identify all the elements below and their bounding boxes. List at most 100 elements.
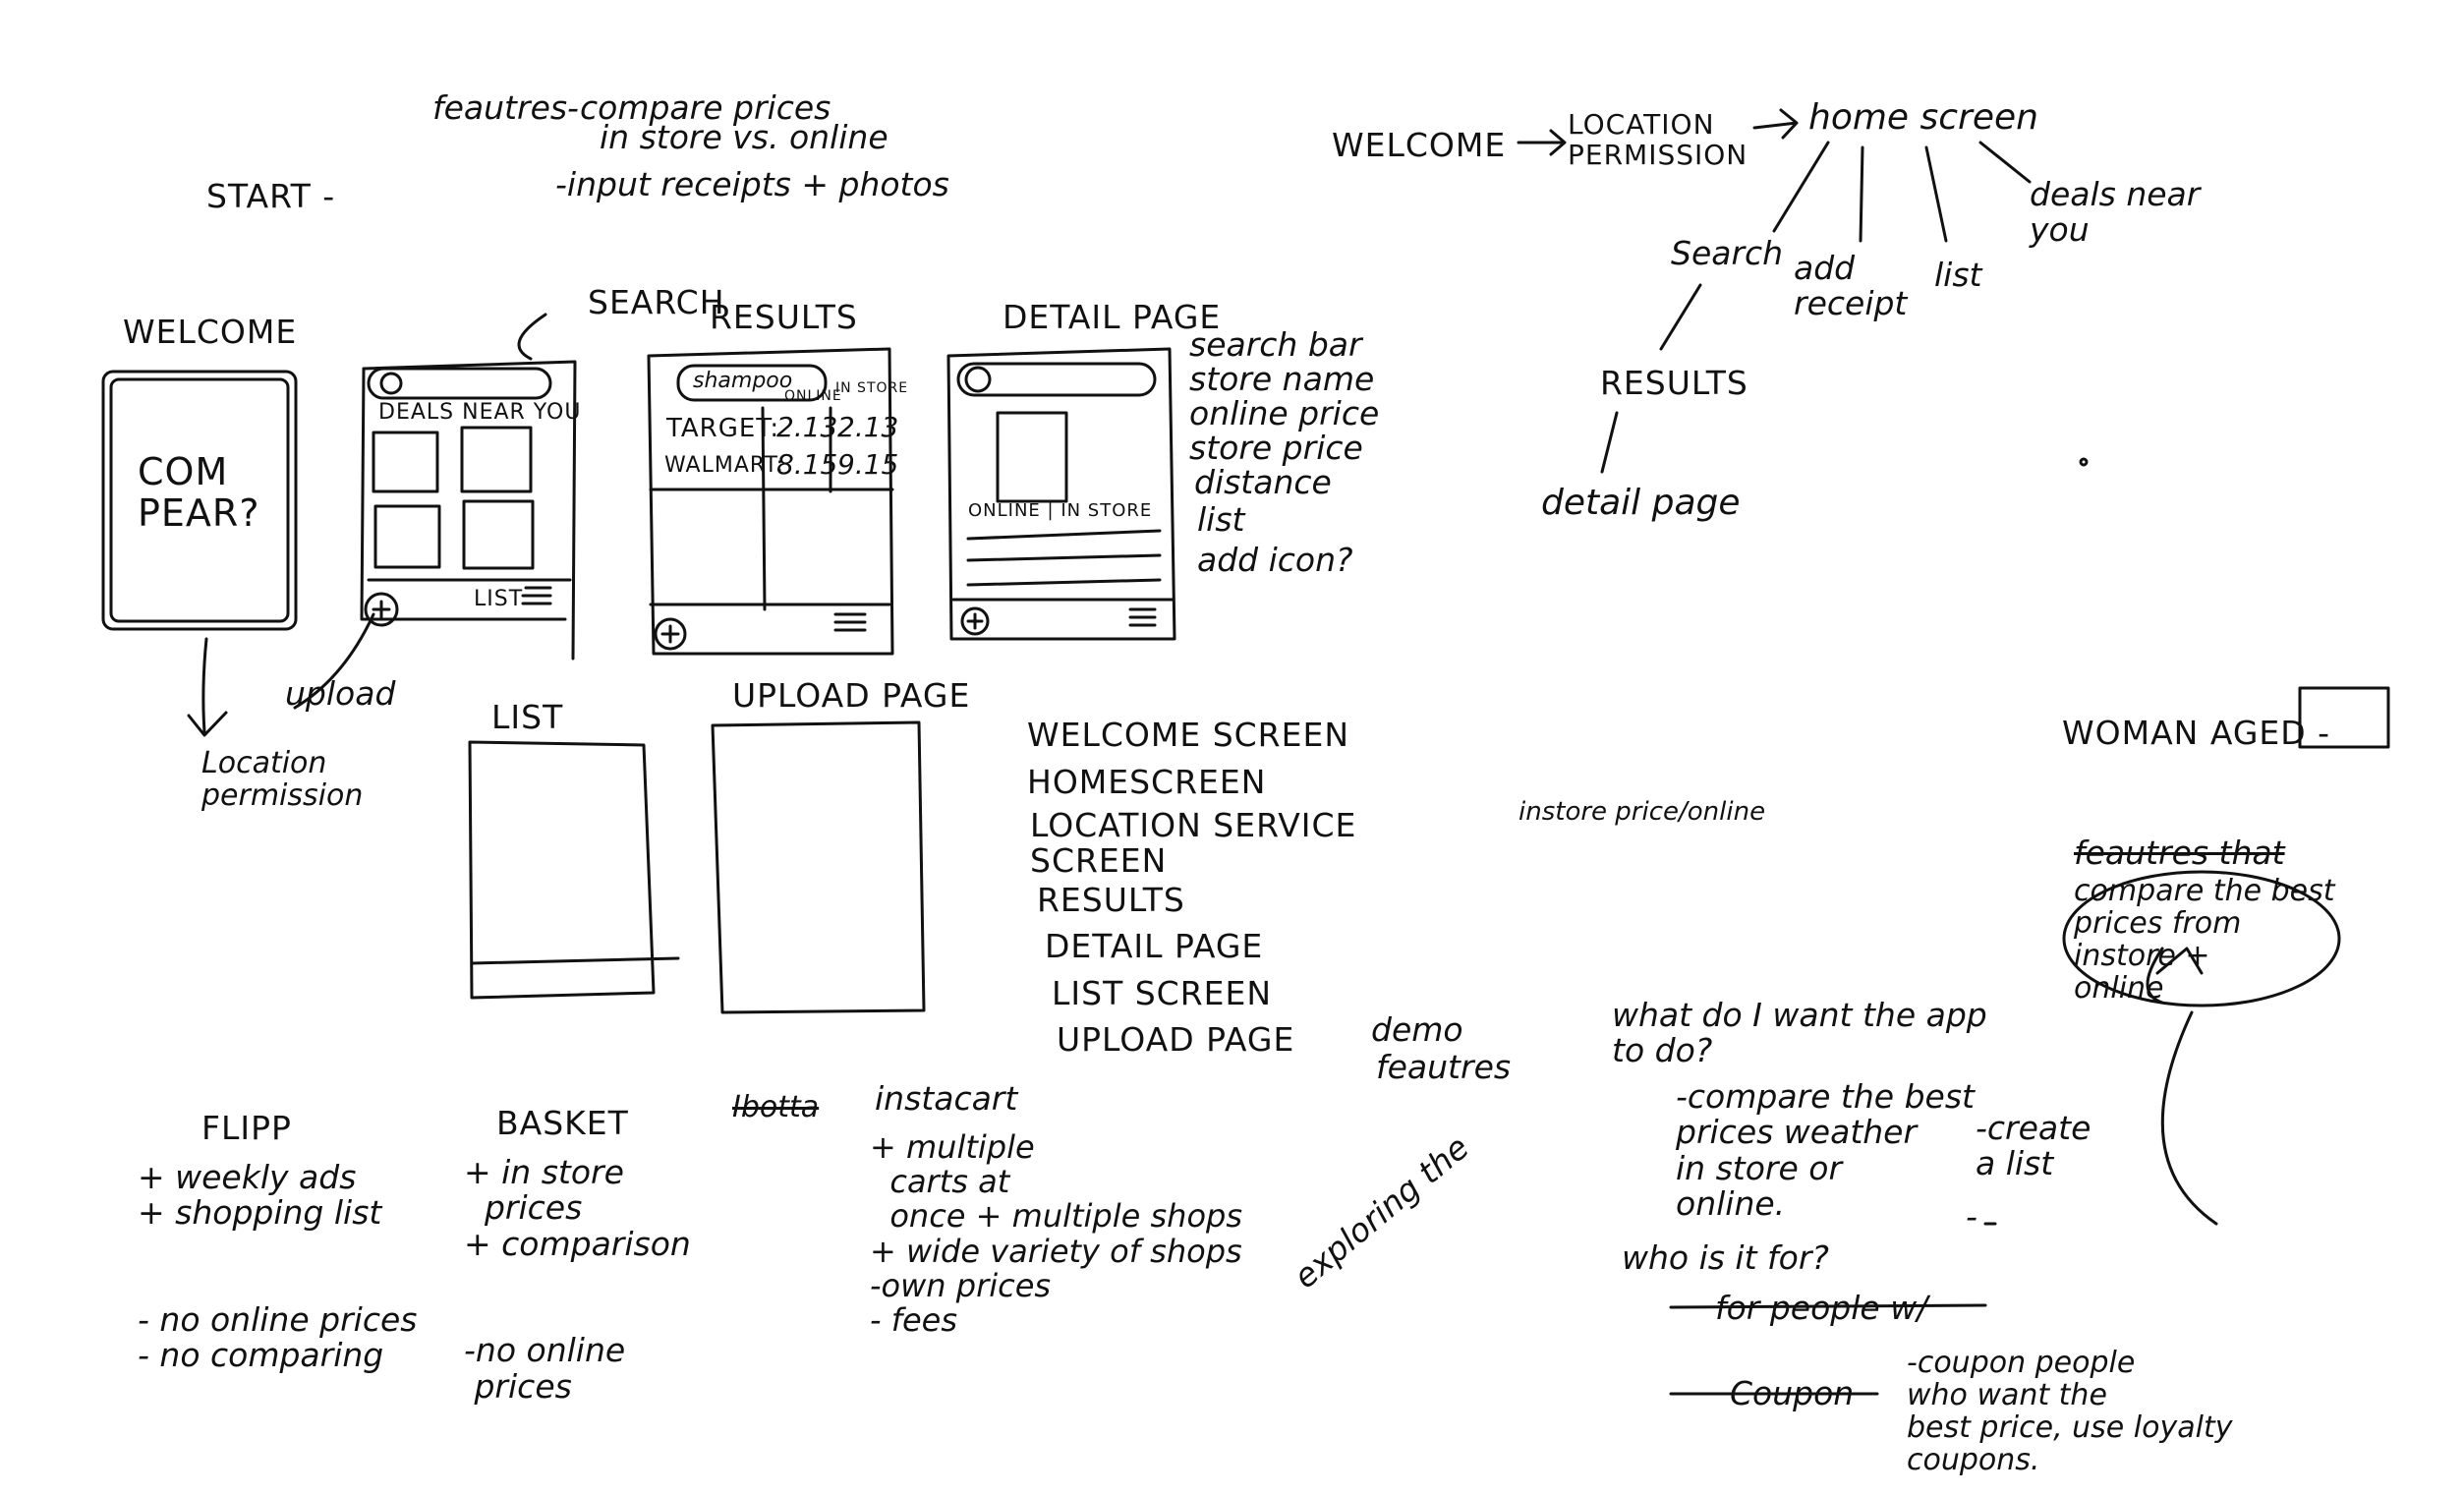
for-people-struck: for people w/ <box>1715 1289 1928 1327</box>
welcome-label: WELCOME <box>123 313 298 351</box>
list-page-label: LIST <box>491 698 564 736</box>
flow-line-detail <box>1600 411 1619 474</box>
flipp-title: FLIPP <box>201 1109 292 1147</box>
detail-line-3 <box>966 578 1162 587</box>
detail-search-circle <box>964 366 992 393</box>
start-label: START - <box>206 177 336 215</box>
results-row2-online: 8.15 <box>776 448 838 481</box>
flow-list: list <box>1934 256 1982 294</box>
results-row1-online: 2.13 <box>776 411 838 443</box>
location-permission-label: Location permission <box>201 746 364 813</box>
arrowhead-welcome <box>187 711 228 737</box>
flow-line-list <box>1924 145 1948 243</box>
flow-add-receipt: add receipt <box>1794 249 1908 323</box>
detail-line-2 <box>966 553 1162 562</box>
strike-for-people <box>1669 1303 1987 1309</box>
detail-tabs: ONLINE | IN STORE <box>968 500 1153 521</box>
detail-add-plus <box>966 612 984 630</box>
basket-notes: + in store prices + comparison -no onlin… <box>464 1153 691 1406</box>
home-phone-frame <box>362 360 577 661</box>
flow-location-permission: LOCATION PERMISSION <box>1568 108 1748 171</box>
results-col-instore: IN STORE <box>835 380 909 396</box>
flow-welcome: WELCOME <box>1332 126 1507 164</box>
home-phone-frame-left <box>360 367 567 621</box>
screen-item-4: RESULTS <box>1037 881 1185 919</box>
detail-image <box>996 411 1068 503</box>
deal-tile-4 <box>462 499 535 570</box>
answer-compare: -compare the best prices weather in stor… <box>1676 1077 1975 1223</box>
results-row2-store: WALMART: <box>664 453 785 478</box>
home-list-tab: LIST <box>474 587 524 611</box>
screen-item-2: HOMESCREEN <box>1027 763 1267 801</box>
flow-home-screen: home screen <box>1808 97 2038 138</box>
detail-label: DETAIL PAGE <box>1003 298 1222 336</box>
detail-feature-4: store price <box>1189 429 1363 467</box>
detail-add-circle <box>960 606 990 636</box>
list-page-frame <box>468 740 656 1000</box>
home-search-bar <box>367 367 552 400</box>
features-receipts: -input receipts + photos <box>555 165 949 203</box>
results-query: shampoo <box>693 369 793 393</box>
results-search-bar <box>676 364 828 402</box>
search-label: SEARCH <box>588 283 725 321</box>
welcome-phone-inner <box>109 377 290 623</box>
results-col-online: ONLINE <box>784 388 842 404</box>
detail-feature-1: search bar <box>1189 325 1362 364</box>
features-item: feautres <box>1376 1048 1512 1086</box>
compare-best-note: compare the best prices from instore + o… <box>2074 874 2335 1006</box>
deal-tile-3 <box>373 504 441 569</box>
screen-item-7: UPLOAD PAGE <box>1057 1020 1295 1059</box>
coupon-struck: Coupon <box>1730 1374 1855 1412</box>
flow-line-search <box>1772 141 1830 233</box>
home-menu-lines <box>521 586 552 605</box>
detail-feature-2: store name <box>1189 360 1375 398</box>
deals-near-you: DEALS NEAR YOU <box>378 400 582 425</box>
flow-deals-near-you: deals near you <box>2030 175 2201 250</box>
results-label: RESULTS <box>710 298 858 336</box>
flow-search: Search <box>1671 234 1784 272</box>
detail-feature-6: list <box>1197 500 1245 539</box>
woman-aged-label: WOMAN AGED - <box>2062 714 2331 752</box>
flow-results: RESULTS <box>1600 364 1748 402</box>
results-row1-instore: 2.13 <box>837 411 899 443</box>
coupon-people-note: -coupon people who want the best price, … <box>1907 1346 2233 1477</box>
flow-arrow-2 <box>1752 108 1799 140</box>
results-row2-instore: 9.15 <box>837 448 899 481</box>
arrow-search <box>517 313 547 361</box>
detail-feature-7: add icon? <box>1197 541 1353 579</box>
flow-detail-page: detail page <box>1541 483 1741 523</box>
upload-page-label: UPLOAD PAGE <box>732 676 971 715</box>
instacart-notes: + multiple carts at once + multiple shop… <box>870 1128 1242 1339</box>
list-page-bottom <box>470 956 680 965</box>
results-col-line <box>761 406 767 611</box>
features-squiggle <box>2146 947 2164 1005</box>
detail-phone-frame <box>946 347 1176 641</box>
features-instore: in store vs. online <box>600 118 888 156</box>
question-what: what do I want the app to do? <box>1612 996 1987 1070</box>
arrow-upload <box>293 612 375 710</box>
basket-title: BASKET <box>496 1104 629 1142</box>
home-add-plus <box>372 600 391 619</box>
screen-item-1: WELCOME SCREEN <box>1027 716 1349 754</box>
results-menu-lines <box>833 612 867 632</box>
screen-item-5: DETAIL PAGE <box>1045 927 1264 965</box>
detail-feature-5: distance <box>1194 463 1332 501</box>
features-arrow-curve <box>2160 1010 2218 1226</box>
demo-item: demo <box>1371 1010 1463 1049</box>
screen-item-6: LIST SCREEN <box>1052 974 1273 1012</box>
detail-search-bar <box>956 362 1157 397</box>
features-that-struck: feautres that <box>2074 834 2285 872</box>
deal-tile-2 <box>460 426 533 493</box>
home-add-circle <box>364 592 399 627</box>
question-who: who is it for? <box>1622 1238 1829 1277</box>
home-search-circle <box>379 372 403 395</box>
results-phone-frame <box>647 347 894 656</box>
stray-dot <box>2079 457 2089 467</box>
instore-online-note: instore price/online <box>1519 797 1766 827</box>
results-add-plus <box>660 624 680 644</box>
results-row1-store: TARGET: <box>666 414 780 443</box>
flow-line-deals <box>1978 141 2032 184</box>
instacart-title: instacart <box>875 1079 1018 1118</box>
results-add-circle <box>654 617 687 651</box>
